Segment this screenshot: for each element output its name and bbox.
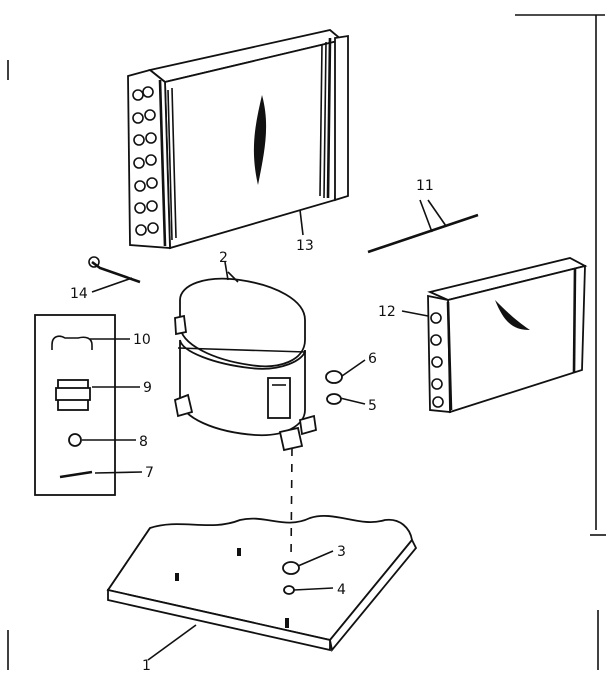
- label-part-7: 7: [145, 465, 154, 481]
- label-part-5: 5: [368, 398, 377, 414]
- label-part-12: 12: [378, 304, 396, 320]
- label-part-13: 13: [296, 238, 314, 254]
- label-part-6: 6: [368, 351, 377, 367]
- condenser-coil-upper: [127, 29, 349, 250]
- frame-lines: [7, 14, 606, 670]
- part-labels: 1 2 3 4 5 6 7 8 9 10 11 12 13 14: [70, 178, 434, 674]
- compressor: [173, 271, 318, 452]
- label-part-4: 4: [337, 582, 346, 598]
- label-part-10: 10: [133, 332, 151, 348]
- label-part-14: 14: [70, 286, 88, 302]
- return-bends-lower: [430, 312, 444, 408]
- label-part-11: 11: [416, 178, 434, 194]
- mount-hardware: [282, 370, 343, 595]
- leader-lines: [82, 209, 429, 661]
- label-part-9: 9: [143, 380, 152, 396]
- rod-part-11: [367, 199, 479, 254]
- label-part-2: 2: [219, 250, 228, 266]
- label-part-1: 1: [142, 658, 151, 674]
- evaporator-coil-lower: [427, 257, 588, 414]
- label-part-3: 3: [337, 544, 346, 560]
- tube-part-14: [88, 256, 141, 284]
- electrical-panel: [34, 314, 116, 496]
- return-bends-upper: [132, 86, 159, 236]
- base-pan: [106, 515, 418, 653]
- label-part-8: 8: [139, 434, 148, 450]
